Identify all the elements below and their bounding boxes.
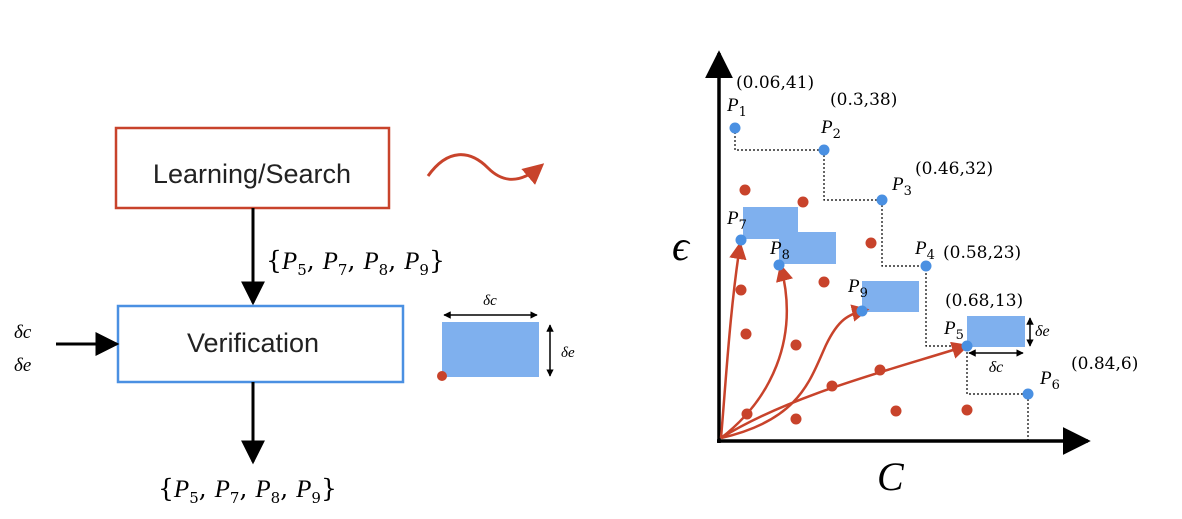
input-delta-c: δc	[14, 322, 32, 343]
coord-p4: (0.58,23)	[943, 243, 1021, 263]
verification-block: Verification	[116, 304, 405, 384]
verification-box	[116, 304, 405, 384]
pareto-point-p3	[876, 194, 888, 206]
sample-point	[865, 237, 877, 249]
learning-search-block: Learning/Search	[114, 126, 391, 210]
trajectory-p9	[720, 304, 870, 440]
point-labels: P1 (0.06,41) P2 (0.3,38) P3 (0.46,32) P4…	[726, 73, 1138, 393]
sample-point	[961, 404, 973, 416]
tolerance-box-p5	[967, 316, 1025, 347]
pareto-point-p2	[818, 144, 830, 156]
pareto-point-p6	[1022, 388, 1034, 400]
legend-tolerance-box	[442, 322, 539, 377]
pareto-points	[729, 122, 1034, 400]
pareto-point-p4	[920, 260, 932, 272]
legend-height-label: δe	[561, 345, 575, 361]
sample-point	[739, 184, 751, 196]
coord-p5: (0.68,13)	[945, 291, 1023, 311]
pareto-staircase	[734, 128, 1029, 441]
sample-point	[797, 196, 809, 208]
label-p4: P4	[914, 238, 935, 263]
label-p2: P2	[820, 117, 841, 142]
sample-point	[790, 339, 802, 351]
p5-height-label: δe	[1035, 323, 1050, 340]
label-p8: P8	[769, 238, 790, 263]
legend-width-label: δc	[483, 293, 497, 309]
trajectory-p8	[720, 263, 793, 439]
tolerance-box-p8	[779, 232, 836, 264]
legend-red-point	[437, 371, 447, 381]
learning-search-box	[114, 126, 391, 210]
trajectory-p5	[720, 341, 970, 440]
coord-p6: (0.84,6)	[1071, 354, 1138, 374]
coord-p3: (0.46,32)	[915, 159, 993, 179]
label-p5: P5	[943, 318, 964, 343]
pareto-plot: ϵ C δc δe	[672, 50, 1138, 499]
coord-p2: (0.3,38)	[830, 90, 897, 110]
sample-point	[826, 380, 838, 392]
label-p9: P9	[847, 276, 868, 301]
sample-point	[790, 413, 802, 425]
x-axis-label: C	[877, 454, 905, 499]
sample-point	[890, 405, 902, 417]
y-axis-label: ϵ	[672, 224, 691, 270]
tolerance-box-p9	[862, 281, 919, 312]
label-p1: P1	[726, 95, 747, 120]
wavy-arrow-icon	[426, 153, 545, 185]
verified-point-p9	[856, 305, 868, 317]
trajectory-p7	[719, 241, 747, 439]
label-p3: P3	[891, 174, 912, 199]
set-label-middle: {P5, P7, P8, P9}	[266, 246, 445, 279]
input-delta-e: δe	[14, 355, 31, 376]
verified-point-p8	[773, 259, 785, 271]
verified-point-p7	[735, 234, 747, 246]
sample-point	[735, 284, 747, 296]
verification-label: Verification	[187, 328, 319, 358]
sample-point	[874, 364, 886, 376]
sample-point	[818, 276, 830, 288]
sample-point	[740, 328, 752, 340]
label-p6: P6	[1039, 368, 1060, 393]
sample-point	[741, 408, 753, 420]
learning-search-label: Learning/Search	[153, 159, 351, 189]
p5-width-label: δc	[989, 359, 1004, 376]
coord-p1: (0.06,41)	[736, 73, 814, 93]
label-p7: P7	[726, 208, 747, 233]
sample-points	[735, 184, 973, 425]
pareto-point-p5	[961, 340, 973, 352]
set-label-bottom: {P5, P7, P8, P9}	[158, 474, 337, 507]
tolerance-legend: δc δe	[437, 293, 575, 381]
pareto-point-p1	[729, 122, 741, 134]
